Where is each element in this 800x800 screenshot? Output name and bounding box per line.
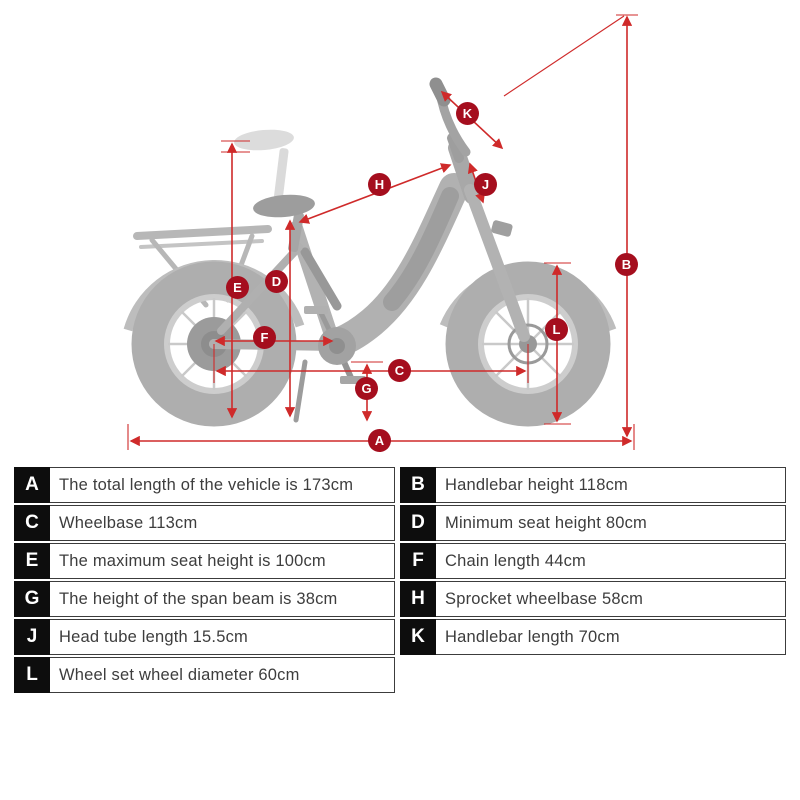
bike-diagram-svg: [123, 14, 638, 450]
bike-silhouette: [123, 77, 617, 427]
spec-row-l: L Wheel set wheel diameter 60cm: [14, 657, 395, 693]
spec-letter-l: L: [14, 657, 50, 693]
rear-shock: [300, 247, 342, 311]
spec-row-h: H Sprocket wheelbase 58cm: [400, 581, 786, 617]
marker-L: L: [545, 318, 568, 341]
marker-J: J: [474, 173, 497, 196]
spec-text-d: Minimum seat height 80cm: [436, 505, 786, 541]
headlight: [491, 220, 513, 237]
spec-letter-g: G: [14, 581, 50, 617]
spec-text-e: The maximum seat height is 100cm: [50, 543, 395, 579]
spec-text-a: The total length of the vehicle is 173cm: [50, 467, 395, 503]
spec-row-c: C Wheelbase 113cm: [14, 505, 395, 541]
spec-text-k: Handlebar length 70cm: [436, 619, 786, 655]
marker-E: E: [226, 276, 249, 299]
spec-letter-h: H: [400, 581, 436, 617]
spec-table: A The total length of the vehicle is 173…: [14, 467, 786, 693]
bike-dimension-diagram: A B C D E F G H J K L: [123, 14, 638, 452]
spec-row-j: J Head tube length 15.5cm: [14, 619, 395, 655]
spec-row-a: A The total length of the vehicle is 173…: [14, 467, 395, 503]
spec-text-b: Handlebar height 118cm: [436, 467, 786, 503]
marker-D: D: [265, 270, 288, 293]
spec-row-k: K Handlebar length 70cm: [400, 619, 786, 655]
spec-row-d: D Minimum seat height 80cm: [400, 505, 786, 541]
spec-letter-c: C: [14, 505, 50, 541]
spec-text-j: Head tube length 15.5cm: [50, 619, 395, 655]
spec-row-e: E The maximum seat height is 100cm: [14, 543, 395, 579]
marker-K: K: [456, 102, 479, 125]
marker-F: F: [253, 326, 276, 349]
spec-letter-e: E: [14, 543, 50, 579]
marker-B: B: [615, 253, 638, 276]
spec-text-f: Chain length 44cm: [436, 543, 786, 579]
spec-text-g: The height of the span beam is 38cm: [50, 581, 395, 617]
fork: [464, 184, 530, 342]
marker-C: C: [388, 359, 411, 382]
spec-row-g: G The height of the span beam is 38cm: [14, 581, 395, 617]
spec-letter-b: B: [400, 467, 436, 503]
spec-letter-f: F: [400, 543, 436, 579]
spec-letter-d: D: [400, 505, 436, 541]
spec-letter-k: K: [400, 619, 436, 655]
marker-A: A: [368, 429, 391, 452]
spec-letter-a: A: [14, 467, 50, 503]
marker-G: G: [355, 377, 378, 400]
spec-text-h: Sprocket wheelbase 58cm: [436, 581, 786, 617]
spec-text-l: Wheel set wheel diameter 60cm: [50, 657, 395, 693]
marker-H: H: [368, 173, 391, 196]
spec-row-f: F Chain length 44cm: [400, 543, 786, 579]
spec-row-b: B Handlebar height 118cm: [400, 467, 786, 503]
spec-text-c: Wheelbase 113cm: [50, 505, 395, 541]
spec-letter-j: J: [14, 619, 50, 655]
